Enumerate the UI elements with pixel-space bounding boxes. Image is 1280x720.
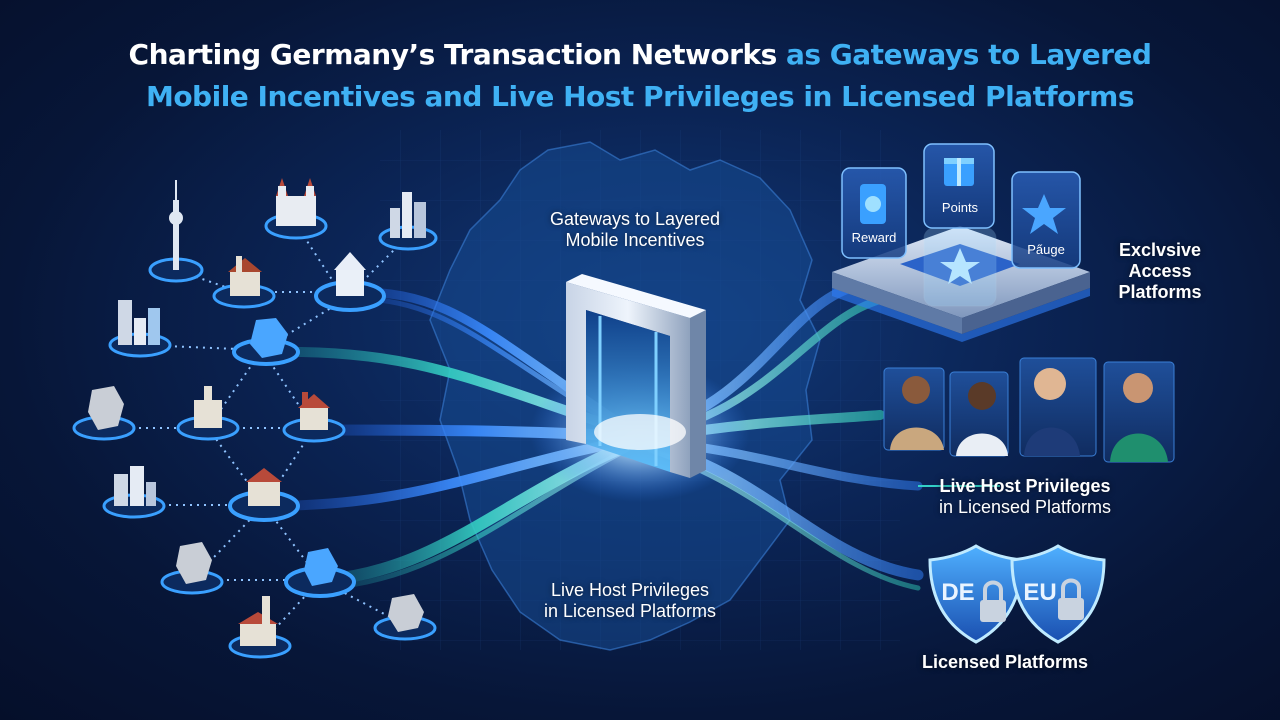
city-nodes	[72, 178, 438, 659]
live-host-center-label: Live Host Privileges in Licensed Platfor…	[505, 580, 755, 622]
title-part-2: as Gateways to Layered	[776, 38, 1152, 71]
grey-map-node-lower	[160, 542, 224, 595]
cathedral-node	[264, 178, 328, 240]
tv-tower-node	[148, 180, 204, 283]
gateways-label-line2: Mobile Incentives	[565, 230, 705, 250]
exclusive-access-label: Exclvsive Access Platforms	[1100, 240, 1220, 303]
live-host-right-line2: in Licensed Platforms	[938, 497, 1112, 517]
gateways-label-line1: Gateways to Layered	[549, 209, 721, 229]
exclusive-line3: Platforms	[1118, 282, 1202, 302]
title-part-1: Charting Germany’s Transaction Networks	[128, 38, 778, 71]
live-hosts-panel	[883, 357, 1175, 463]
exclusive-line1: Exclvsive	[1118, 240, 1202, 260]
grey-map-node	[72, 386, 136, 441]
points-card	[923, 143, 995, 229]
townhall-node	[176, 386, 240, 441]
central-hub-node	[228, 468, 300, 522]
office-node	[108, 300, 172, 358]
points-card-label: Points	[942, 200, 979, 215]
blue-hub-node	[284, 548, 356, 598]
live-host-center-line1: Live Host Privileges	[550, 580, 710, 600]
eu-shield	[1010, 544, 1106, 644]
chapel-node	[228, 596, 292, 659]
live-host-right-line1: Live Host Privileges	[939, 476, 1111, 496]
germany-node	[232, 318, 300, 366]
host-avatar-3	[1024, 368, 1080, 456]
de-shield-label: DE	[941, 579, 974, 606]
exclusive-line2: Access	[1128, 261, 1192, 281]
page-subtitle: Mobile Incentives and Live Host Privileg…	[145, 80, 1135, 113]
badge-card	[1011, 171, 1081, 269]
reward-card-label: Reward	[852, 230, 897, 245]
page-title: Charting Germany’s Transaction Networks …	[0, 38, 1280, 71]
skyline-node	[378, 192, 438, 251]
reward-card	[841, 167, 907, 259]
hub-node	[314, 252, 386, 312]
church-node	[212, 256, 276, 309]
host-avatar-1	[890, 376, 944, 450]
host-avatar-2	[956, 382, 1008, 456]
gateways-label: Gateways to Layered Mobile Incentives	[520, 209, 750, 251]
gateway-light	[594, 414, 686, 450]
red-church-node	[282, 392, 346, 443]
licensed-platforms-label: Licensed Platforms	[921, 652, 1089, 672]
tower-block-node	[102, 466, 166, 519]
live-host-center-line2: in Licensed Platforms	[543, 601, 717, 621]
badge-card-label: Pa̋uge	[1027, 242, 1065, 257]
grey-map-node-bottom	[373, 594, 437, 641]
de-shield	[928, 544, 1024, 644]
live-host-right-label: Live Host Privileges in Licensed Platfor…	[920, 476, 1130, 518]
host-avatar-4	[1110, 373, 1168, 462]
eu-shield-label: EU	[1023, 579, 1056, 606]
